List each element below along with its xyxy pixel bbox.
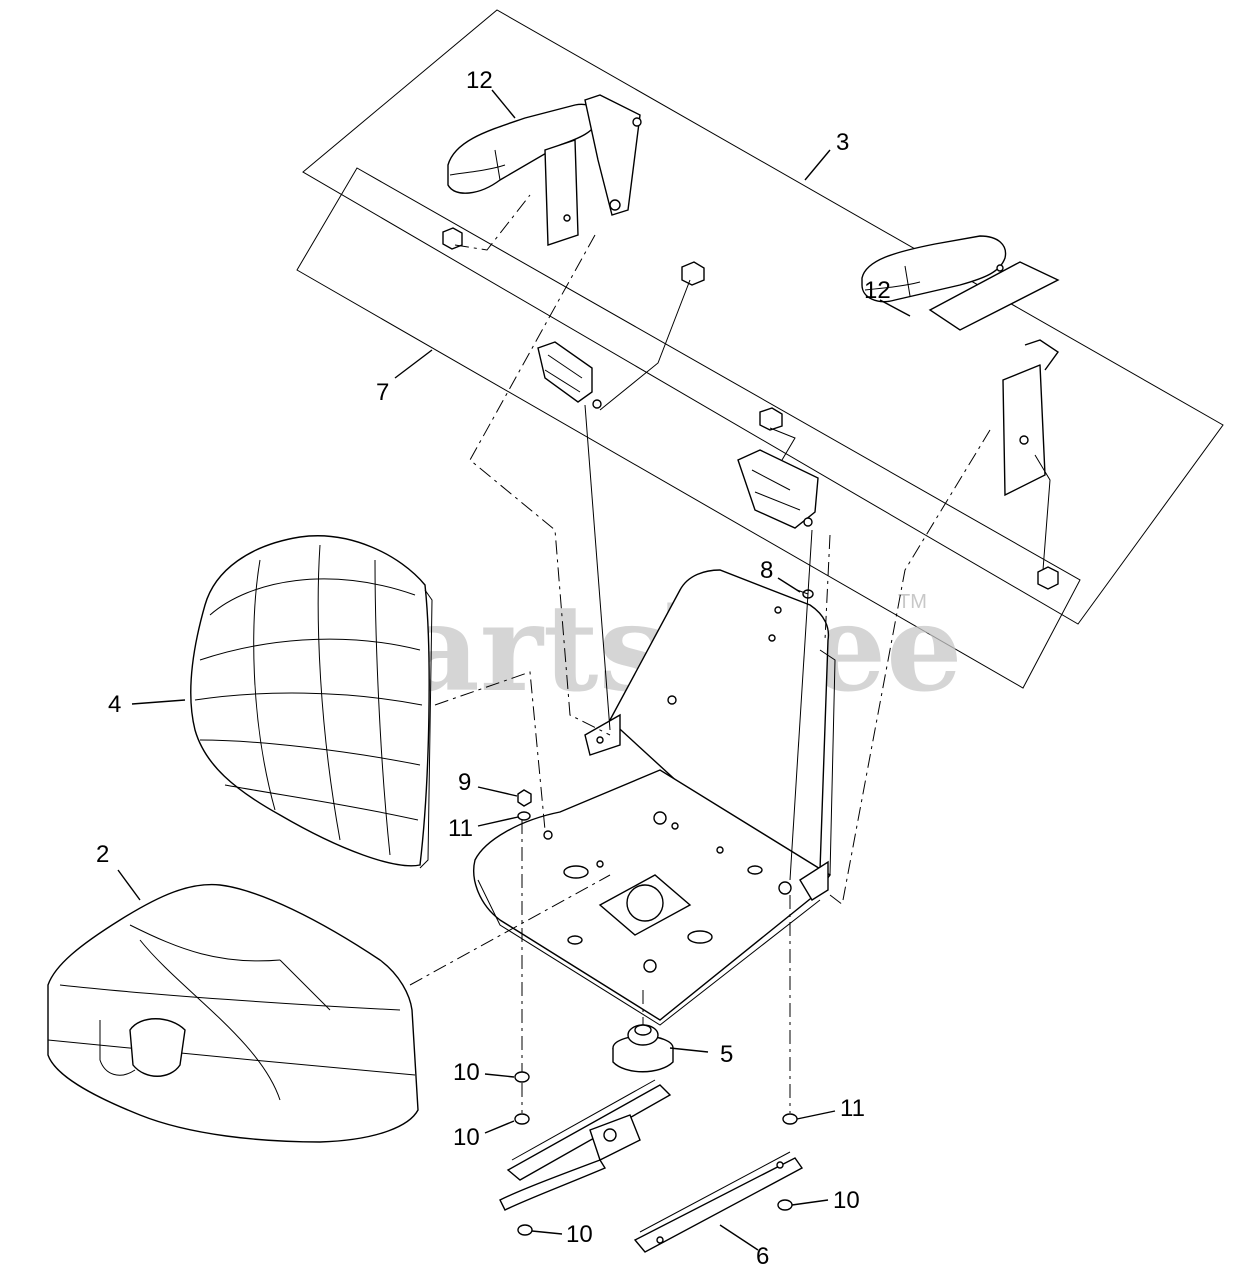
washer-10-c xyxy=(517,1224,533,1236)
callout-3: 3 xyxy=(836,129,849,156)
armrest-right xyxy=(861,235,1060,497)
washer-10-a xyxy=(514,1071,530,1083)
callout-11-top: 11 xyxy=(448,815,473,842)
callout-4: 4 xyxy=(108,691,121,718)
callout-6: 6 xyxy=(756,1243,769,1270)
callout-12-left: 12 xyxy=(466,67,493,94)
armrest-kit-boundary xyxy=(302,9,1224,625)
seatbelt-kit-boundary xyxy=(296,167,1081,689)
callout-12-right: 12 xyxy=(864,277,891,304)
seat-back-cushion xyxy=(190,535,433,869)
callout-8: 8 xyxy=(760,557,773,584)
nut-9 xyxy=(517,789,532,807)
washer-11-bottom xyxy=(782,1113,798,1125)
washer-10-d xyxy=(777,1199,793,1211)
callout-10-b: 10 xyxy=(453,1124,480,1151)
bolt-seatbelt-left xyxy=(681,261,705,286)
seat-frame xyxy=(473,569,836,1026)
stud xyxy=(543,830,553,840)
seatbelt-buckle-right xyxy=(737,449,819,529)
washer-10-b xyxy=(514,1113,530,1125)
callout-10-d: 10 xyxy=(833,1187,860,1214)
callout-7: 7 xyxy=(376,379,389,406)
callout-9: 9 xyxy=(458,769,471,796)
nut-armrest-right xyxy=(1037,566,1059,590)
callout-10-c: 10 xyxy=(566,1221,593,1248)
armrest-left xyxy=(447,94,642,246)
seat-cushion xyxy=(47,883,419,1143)
callout-2: 2 xyxy=(96,841,109,868)
watermark-trademark: TM xyxy=(898,591,927,613)
callout-10-a: 10 xyxy=(453,1059,480,1086)
washer-11-top xyxy=(517,811,531,821)
seatbelt-buckle-left xyxy=(537,341,602,409)
nut-armrest-left xyxy=(442,227,463,250)
callout-5: 5 xyxy=(720,1041,733,1068)
slide-rail-left xyxy=(499,1079,672,1211)
bolt-seatbelt-right xyxy=(759,407,783,431)
slide-rail-right xyxy=(633,1151,804,1253)
callout-11-bottom: 11 xyxy=(840,1095,865,1122)
swivel-mount xyxy=(612,1024,674,1073)
